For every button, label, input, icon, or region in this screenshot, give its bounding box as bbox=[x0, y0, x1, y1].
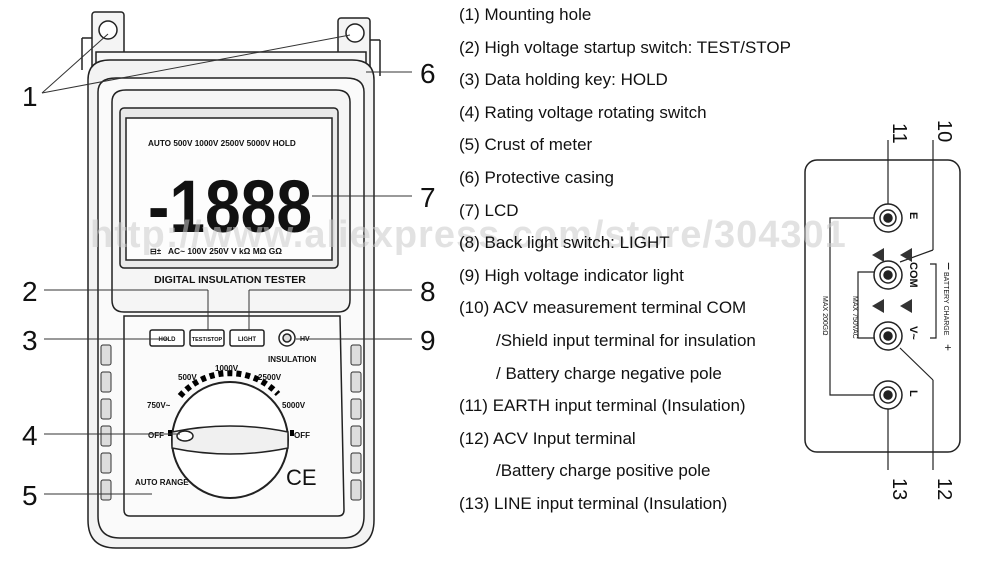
hold-button-label: HOLD bbox=[159, 337, 177, 343]
callout-4: 4 bbox=[22, 420, 38, 451]
legend-item: (3) Data holding key: HOLD bbox=[459, 70, 668, 90]
legend-item: /Battery charge positive pole bbox=[496, 461, 711, 481]
battery-plus: + bbox=[941, 344, 955, 351]
lcd-bottom-row: AC~ 100V 250V V kΩ MΩ GΩ bbox=[168, 246, 282, 256]
callout-1: 1 bbox=[22, 81, 38, 112]
lcd-top-row: AUTO 500V 1000V 2500V 5000V HOLD bbox=[148, 139, 296, 148]
legend-item: (6) Protective casing bbox=[459, 167, 614, 187]
legend-item: (1) Mounting hole bbox=[459, 5, 592, 24]
terminal-label-l: L bbox=[907, 390, 919, 397]
dial-label-500v: 500V bbox=[178, 373, 197, 382]
terminal-label-com: COM bbox=[907, 262, 919, 288]
mounting-hole-left bbox=[98, 20, 118, 40]
legend-item: (12) ACV Input terminal bbox=[459, 428, 636, 448]
battery-charge-label: BATTERY CHARGE bbox=[942, 272, 949, 336]
dial-label-off-right: OFF bbox=[294, 431, 310, 440]
callout-2: 2 bbox=[22, 276, 38, 307]
callout-lines bbox=[41, 33, 412, 495]
dial-label-1000v: 1000V bbox=[215, 364, 239, 373]
terminal-v[interactable] bbox=[873, 321, 903, 351]
ce-mark: CE bbox=[286, 465, 317, 490]
legend-item: (11) EARTH input terminal (Insulation) bbox=[459, 396, 746, 416]
callout-3: 3 bbox=[22, 325, 38, 356]
callout-6: 6 bbox=[420, 58, 436, 89]
terminal-label-v: V~ bbox=[907, 326, 919, 340]
terminal-num-10: 10 bbox=[933, 120, 955, 142]
callout-8: 8 bbox=[420, 276, 436, 307]
dial-label-2500v: 2500V bbox=[258, 373, 282, 382]
watermark: http://www.aliexpress.com/store/304301 bbox=[90, 214, 847, 256]
lcd-battery-symbol: ⊟± bbox=[150, 247, 162, 256]
mounting-hole-right bbox=[345, 23, 365, 43]
callout-7: 7 bbox=[420, 182, 436, 213]
legend-item: (8) Back light switch: LIGHT bbox=[459, 233, 670, 253]
legend-item: (4) Rating voltage rotating switch bbox=[459, 102, 707, 122]
warning-triangle-icon bbox=[900, 299, 912, 313]
meter-title: DIGITAL INSULATION TESTER bbox=[154, 274, 306, 286]
max-200g-label: MAX 200GΩ bbox=[821, 296, 828, 335]
dial-label-5000v: 5000V bbox=[282, 401, 306, 410]
max-750vac-label: MAX 750VAC bbox=[851, 296, 858, 339]
light-button-label: LIGHT bbox=[238, 337, 256, 343]
battery-minus: − bbox=[941, 262, 957, 270]
legend-item: (2) High voltage startup switch: TEST/ST… bbox=[459, 37, 791, 57]
dial-label-750v: 750V~ bbox=[147, 401, 171, 410]
legend-list: (1) Mounting hole (2) High voltage startu… bbox=[459, 2, 859, 524]
dial-knob-bar[interactable] bbox=[171, 425, 289, 455]
legend-item: /Shield input terminal for insulation bbox=[496, 330, 756, 350]
callout-9: 9 bbox=[420, 325, 436, 356]
terminal-label-e: E bbox=[907, 212, 919, 219]
terminal-num-11: 11 bbox=[888, 123, 910, 144]
callout-5: 5 bbox=[22, 480, 38, 511]
warning-triangle-icon bbox=[900, 248, 912, 262]
terminal-com[interactable] bbox=[873, 260, 903, 290]
terminal-e[interactable] bbox=[873, 203, 903, 233]
warning-triangle-icon bbox=[872, 248, 884, 262]
warning-triangle-icon bbox=[872, 299, 884, 313]
legend-item: / Battery charge negative pole bbox=[496, 363, 722, 383]
legend-item: (10) ACV measurement terminal COM bbox=[459, 298, 747, 318]
lcd-screen bbox=[125, 117, 333, 261]
legend-item: (5) Crust of meter bbox=[459, 135, 593, 155]
lcd-digits: -1888 bbox=[148, 165, 312, 248]
legend-item: (7) LCD bbox=[459, 200, 519, 220]
hold-button[interactable] bbox=[149, 329, 185, 347]
terminal-l[interactable] bbox=[873, 380, 903, 410]
meter-device bbox=[81, 11, 381, 549]
dial-label-off-left: OFF bbox=[148, 431, 164, 440]
terminal-panel bbox=[804, 140, 961, 470]
terminal-num-13: 13 bbox=[888, 478, 910, 500]
test-stop-button-label: TEST/STOP bbox=[192, 337, 223, 343]
auto-range-label: AUTO RANGE bbox=[135, 478, 189, 487]
legend-item: (13) LINE input terminal (Insulation) bbox=[459, 493, 728, 513]
test-stop-button[interactable] bbox=[189, 329, 225, 347]
terminal-num-12: 12 bbox=[933, 478, 955, 500]
legend-item: (9) High voltage indicator light bbox=[459, 265, 684, 285]
warning-icons bbox=[872, 248, 912, 313]
light-button[interactable] bbox=[229, 329, 265, 347]
insulation-label: INSULATION bbox=[268, 355, 317, 364]
